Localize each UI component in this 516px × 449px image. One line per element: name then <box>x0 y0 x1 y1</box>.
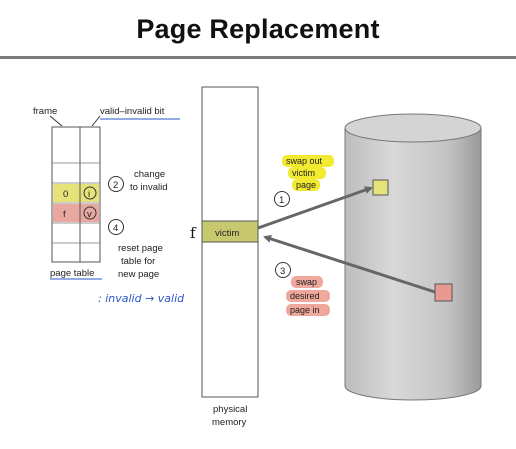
desired-page <box>434 283 453 302</box>
invalid-row-highlight <box>53 184 99 202</box>
step-4-note: 4 reset page table for new page <box>108 219 163 280</box>
reset-note-line-3: new page <box>118 269 159 280</box>
title-divider <box>0 56 516 59</box>
swap-in-line-2: desired <box>290 291 320 301</box>
page-table-caption: page table <box>50 268 94 279</box>
swap-out-line-1: swap out <box>286 156 323 166</box>
change-note-line-2: to invalid <box>130 182 168 193</box>
swap-out-line-2: victim <box>292 168 315 178</box>
bit-pointer-line <box>91 115 101 127</box>
physical-memory: victim f physical memory <box>190 86 259 428</box>
victim-frame <box>201 220 259 243</box>
disk-top <box>344 113 482 143</box>
step-2-circle <box>108 176 124 192</box>
frame-marker: f <box>190 224 197 242</box>
invalid-row-frame: 0 <box>63 189 68 200</box>
step-1-number: 1 <box>279 195 284 206</box>
victim-row-frame: f <box>63 209 66 220</box>
swap-out-highlight-2 <box>288 167 326 179</box>
step-2-note: 2 change to invalid <box>108 169 168 193</box>
swap-in-highlight-1 <box>291 276 323 288</box>
reset-note-line-2: table for <box>121 256 155 267</box>
change-note-line-1: change <box>134 169 165 180</box>
step-1-circle <box>274 191 290 207</box>
swapped-out-page <box>372 179 389 196</box>
disk-body <box>344 127 482 401</box>
memory-caption-line-1: physical <box>213 404 247 415</box>
swap-in-arrow <box>263 235 436 294</box>
frame-pointer-line <box>49 115 63 127</box>
swap-in-highlight-3 <box>286 304 330 316</box>
swap-out-highlight-3 <box>292 179 320 191</box>
invalid-row-bit: i <box>88 189 90 200</box>
swap-out-arrow <box>257 186 373 230</box>
frame-label: frame <box>33 106 57 117</box>
valid-invalid-label: valid–invalid bit <box>100 106 165 117</box>
backing-store-disk <box>344 113 482 401</box>
step-1-note: 1 swap out victim page <box>274 155 334 207</box>
step-3-number: 3 <box>280 266 285 277</box>
victim-row-highlight <box>53 204 99 222</box>
step-2-number: 2 <box>113 180 118 191</box>
handwritten-annotation: : invalid → valid <box>98 292 185 305</box>
swap-in-highlight-2 <box>286 290 330 302</box>
victim-frame-label: victim <box>215 228 239 239</box>
step-3-note: 3 swap desired page in <box>275 262 330 316</box>
swap-out-line-3: page <box>296 180 316 190</box>
step-4-number: 4 <box>113 223 118 234</box>
swap-in-line-1: swap <box>296 277 317 287</box>
step-4-circle <box>108 219 124 235</box>
memory-caption-line-2: memory <box>212 417 247 428</box>
invalid-bit-circle <box>83 186 97 200</box>
page-title: Page Replacement <box>136 14 380 44</box>
swap-in-line-3: page in <box>290 305 320 315</box>
page-table: frame valid–invalid bit 0 i f v page tab… <box>33 106 180 280</box>
step-3-circle <box>275 262 291 278</box>
victim-row-bit: v <box>87 209 92 220</box>
reset-note-line-1: reset page <box>118 243 163 254</box>
swap-out-highlight-1 <box>282 155 334 167</box>
victim-bit-circle <box>83 206 97 220</box>
